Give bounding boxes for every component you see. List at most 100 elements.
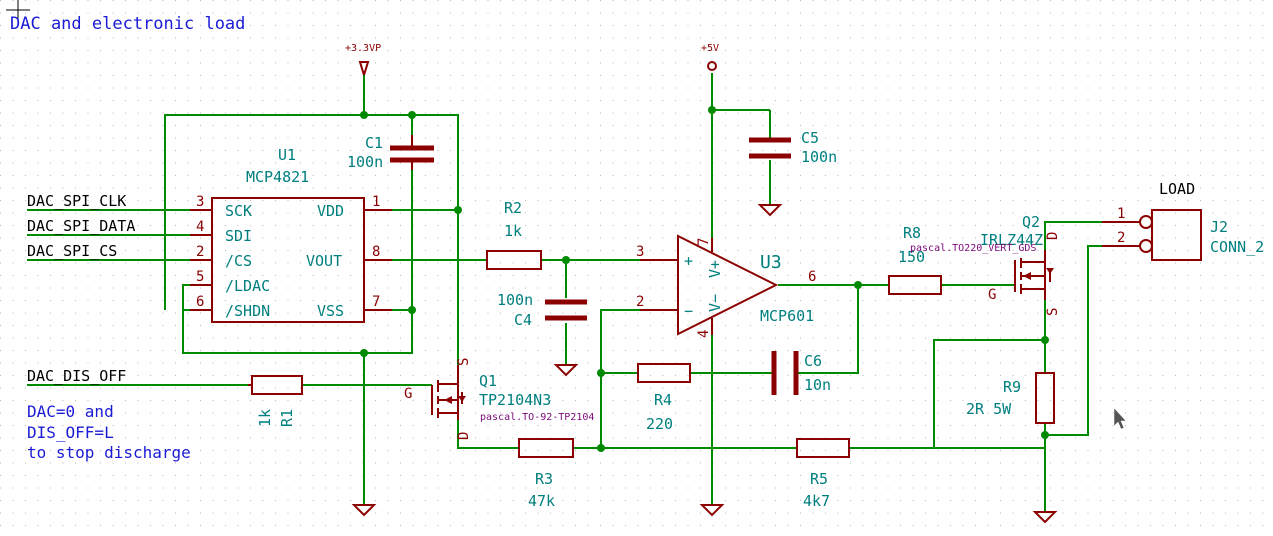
q1-mosfet[interactable]: G S D Q1 TP2104N3 pascal.TO-92-TP2104 — [404, 358, 594, 440]
svg-text:7: 7 — [696, 238, 712, 246]
svg-text:J2: J2 — [1210, 218, 1228, 236]
c6-capacitor[interactable]: C6 10n — [771, 351, 831, 395]
svg-text:10n: 10n — [804, 376, 831, 394]
mouse-pointer-icon — [1113, 407, 1127, 430]
svg-text:100n: 100n — [347, 153, 383, 171]
svg-text:1: 1 — [372, 194, 380, 210]
svg-text:G: G — [988, 287, 996, 303]
c4-capacitor[interactable]: 100n C4 — [497, 291, 587, 329]
r5-resistor[interactable]: R5 4k7 — [796, 438, 850, 510]
svg-text:SDI: SDI — [225, 227, 252, 245]
svg-text:C4: C4 — [514, 311, 532, 329]
svg-text:+3.3VP: +3.3VP — [345, 43, 381, 54]
svg-text:D: D — [1045, 232, 1061, 240]
svg-text:4: 4 — [696, 330, 712, 338]
j2-connector[interactable]: LOAD 1 2 J2 CONN_2 — [1102, 180, 1264, 261]
svg-text:pascal.TO-92-TP2104: pascal.TO-92-TP2104 — [480, 412, 594, 423]
svg-text:47k: 47k — [528, 492, 555, 510]
svg-text:R9: R9 — [1003, 378, 1021, 396]
r3-resistor[interactable]: R3 47k — [518, 438, 574, 510]
u3-opamp[interactable]: + − V+ V− 3 2 7 4 6 U3 MCP601 — [636, 234, 816, 338]
ground-icon — [351, 504, 377, 517]
c1-capacitor[interactable]: C1 100n — [347, 134, 434, 171]
ground-icon — [699, 504, 725, 517]
svg-text:SCK: SCK — [225, 202, 252, 220]
svg-text:R8: R8 — [903, 224, 921, 242]
svg-text:V+: V+ — [706, 260, 724, 278]
svg-text:CONN_2: CONN_2 — [1210, 238, 1264, 256]
svg-text:TP2104N3: TP2104N3 — [479, 391, 551, 409]
ground-icon — [1032, 511, 1058, 524]
svg-text:−: − — [684, 302, 693, 320]
svg-text:2R 5W: 2R 5W — [966, 400, 1012, 418]
net-label-data: DAC_SPI_DATA — [27, 217, 135, 235]
svg-text:/SHDN: /SHDN — [225, 302, 270, 320]
r9-resistor[interactable]: R9 2R 5W — [966, 372, 1055, 424]
svg-text:VSS: VSS — [317, 302, 344, 320]
page-title: DAC and electronic load — [10, 14, 246, 34]
net-label-dis: DAC_DIS_OFF — [27, 367, 126, 385]
q2-mosfet[interactable]: G D S Q2 IRLZ44Z pascal.TO220_VERT_GDS — [910, 213, 1061, 316]
svg-text:3: 3 — [196, 194, 204, 210]
svg-text:MCP601: MCP601 — [760, 307, 814, 325]
svg-text:S: S — [1045, 308, 1061, 316]
ground-icon — [757, 204, 783, 217]
crosshair-cursor — [6, 0, 30, 22]
u1-dac[interactable]: U1 MCP4821 SCK SDI /CS /LDAC /SHDN VDD V… — [190, 146, 392, 323]
r1-resistor[interactable]: 1k R1 — [248, 375, 303, 427]
svg-text:4k7: 4k7 — [803, 492, 830, 510]
svg-text:Q1: Q1 — [479, 372, 497, 390]
svg-text:150: 150 — [898, 248, 925, 266]
svg-text:2: 2 — [196, 244, 204, 260]
note-line-3: to stop discharge — [27, 443, 191, 462]
ground-icon — [553, 364, 579, 377]
svg-text:7: 7 — [372, 294, 380, 310]
r2-resistor[interactable]: R2 1k — [486, 199, 542, 270]
svg-text:4: 4 — [196, 219, 204, 235]
svg-text:100n: 100n — [497, 291, 533, 309]
svg-text:LOAD: LOAD — [1159, 180, 1195, 198]
svg-text:IRLZ44Z: IRLZ44Z — [980, 231, 1043, 249]
svg-text:C1: C1 — [365, 134, 383, 152]
svg-text:1k: 1k — [256, 409, 274, 427]
svg-text:C6: C6 — [804, 352, 822, 370]
svg-text:Q2: Q2 — [1022, 213, 1040, 231]
svg-text:VOUT: VOUT — [306, 252, 342, 270]
r8-resistor[interactable]: R8 150 — [888, 224, 942, 295]
svg-text:D: D — [456, 432, 472, 440]
svg-text:3: 3 — [636, 244, 644, 260]
svg-text:100n: 100n — [801, 148, 837, 166]
u1-ref: U1 — [278, 146, 296, 164]
svg-text:R4: R4 — [654, 391, 672, 409]
junctions — [360, 106, 1049, 452]
power-5v-symbol[interactable]: +5V — [701, 43, 719, 71]
svg-text:2: 2 — [636, 294, 644, 310]
svg-text:C5: C5 — [801, 129, 819, 147]
svg-text:pascal.TO220_VERT_GDS: pascal.TO220_VERT_GDS — [910, 243, 1036, 254]
svg-text:R3: R3 — [535, 470, 553, 488]
note-line-2: DIS_OFF=L — [27, 423, 114, 442]
c5-capacitor[interactable]: C5 100n — [749, 129, 837, 166]
svg-text:8: 8 — [372, 244, 380, 260]
svg-text:2: 2 — [1117, 230, 1125, 246]
svg-text:R5: R5 — [810, 470, 828, 488]
svg-text:6: 6 — [808, 269, 816, 285]
svg-text:/LDAC: /LDAC — [225, 277, 270, 295]
svg-text:R1: R1 — [278, 409, 296, 427]
svg-text:R2: R2 — [504, 199, 522, 217]
net-label-clk: DAC_SPI_CLK — [27, 192, 126, 210]
svg-text:5: 5 — [196, 269, 204, 285]
svg-text:1k: 1k — [504, 222, 522, 240]
power-3v3-symbol[interactable]: +3.3VP — [345, 43, 381, 76]
r4-resistor[interactable]: R4 220 — [637, 363, 691, 433]
u1-value: MCP4821 — [246, 168, 309, 186]
svg-text:U3: U3 — [760, 252, 782, 273]
svg-text:V−: V− — [706, 294, 724, 312]
svg-text:VDD: VDD — [317, 202, 344, 220]
svg-text:+: + — [684, 252, 693, 270]
svg-text:1: 1 — [1117, 206, 1125, 222]
svg-text:S: S — [456, 358, 472, 366]
net-label-cs: DAC_SPI_CS — [27, 242, 117, 260]
